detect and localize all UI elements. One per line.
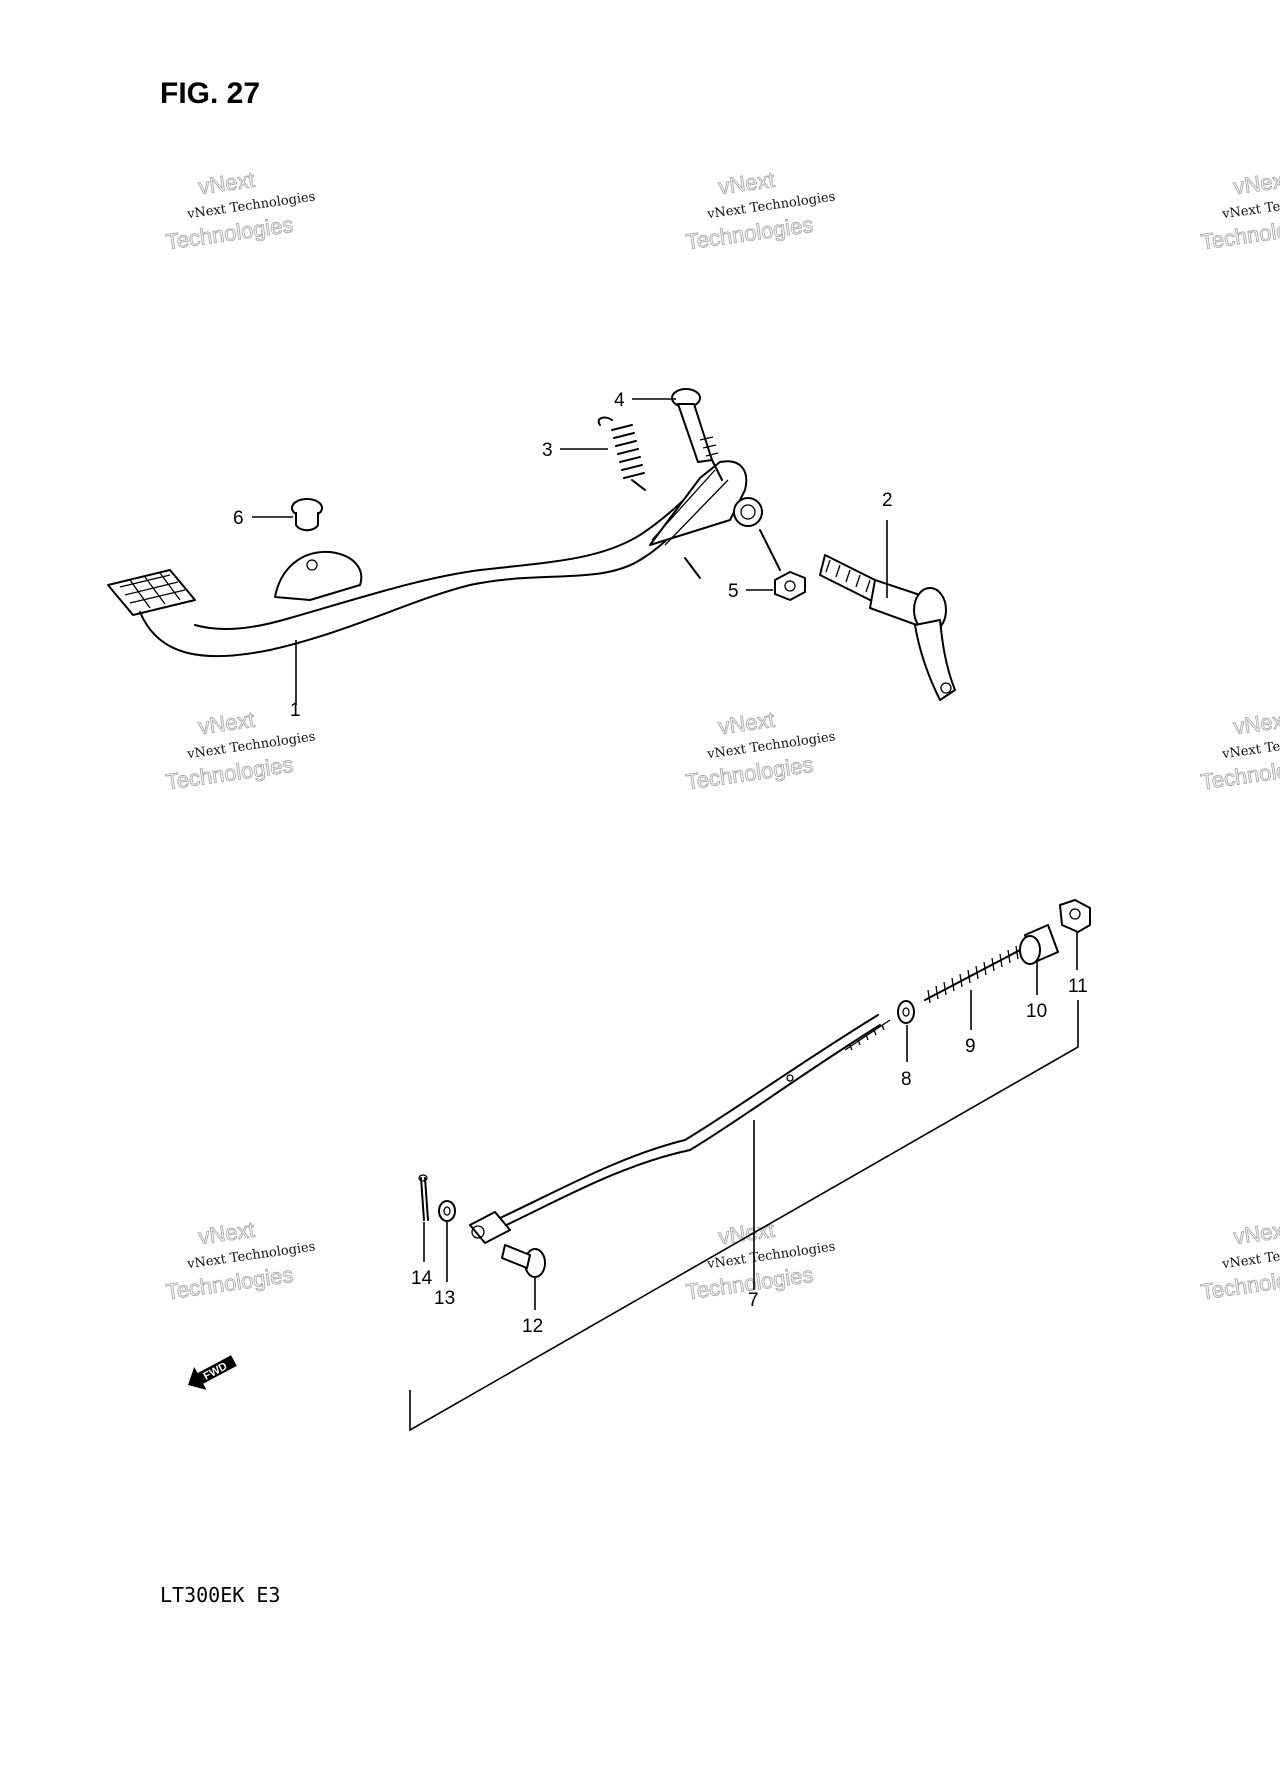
svg-text:vNext: vNext [717,707,776,740]
svg-text:vNext: vNext [197,1217,256,1250]
assembly-bracket-line [409,1000,1079,1432]
part-13-washer[interactable] [438,1200,456,1222]
svg-text:vNext: vNext [197,167,256,200]
part-5-nut[interactable] [759,529,806,601]
direction-badge: FWD [188,1355,237,1390]
svg-text:Technologies: Technologies [164,212,295,255]
watermark: vNext vNext Technologies Technologies [1199,1216,1280,1305]
watermark: vNext vNext Technologies Technologies [684,1216,837,1305]
watermark: vNext vNext Technologies Technologies [684,706,837,795]
model-code: LT300EK E3 [160,1583,280,1607]
watermark: vNext vNext Technologies Technologies [164,166,317,255]
watermark: vNext vNext Technologies Technologies [1199,166,1280,255]
svg-text:Technologies: Technologies [684,212,815,255]
svg-text:vNext: vNext [717,1217,776,1250]
svg-text:FWD: FWD [202,1360,230,1382]
forward-arrow-icon [188,1355,237,1390]
part-10-joint[interactable] [1019,924,1059,965]
callout-9: 9 [965,1036,976,1057]
part-2-brake-shaft-arm[interactable] [819,554,956,701]
figure-title: FIG. 27 [160,77,260,110]
part-3-return-spring[interactable] [597,416,646,491]
watermark: vNext vNext Technologies Technologies [684,166,837,255]
part-12-clevis-pin[interactable] [501,1244,546,1278]
leader-lines [252,398,1078,1310]
part-7-brake-rod[interactable] [499,1014,891,1229]
part-8-washer[interactable] [897,1000,915,1024]
svg-text:Technologies: Technologies [164,752,295,795]
part-11-adjust-nut[interactable] [1059,899,1091,933]
callout-labels: 1 2 3 4 5 6 7 8 9 10 11 12 13 14 [233,390,1088,1337]
watermark: vNext vNext Technologies Technologies [164,1216,317,1305]
callout-1: 1 [290,700,301,721]
rod-clevis[interactable] [469,1211,511,1244]
callout-13: 13 [434,1288,455,1309]
callout-4: 4 [614,390,625,411]
watermark: vNext vNext Technologies Technologies [1199,706,1280,795]
svg-text:vNext: vNext [1232,707,1280,740]
part-9-rod-spring[interactable] [924,945,1021,1004]
callout-2: 2 [882,490,893,511]
callout-11: 11 [1068,976,1088,997]
svg-text:vNext: vNext [717,167,776,200]
callout-7: 7 [748,1290,759,1311]
part-14-cotter-pin[interactable] [418,1174,429,1221]
part-1-brake-pedal[interactable] [107,460,763,658]
part-6-stopper[interactable] [291,498,323,532]
callout-8: 8 [901,1069,912,1090]
callout-12: 12 [522,1316,543,1337]
svg-text:Technologies: Technologies [684,752,815,795]
callout-6: 6 [233,508,244,529]
callout-10: 10 [1026,1001,1047,1022]
callout-5: 5 [728,581,739,602]
svg-text:Technologies: Technologies [164,1262,295,1305]
svg-text:vNext: vNext [1232,167,1280,200]
svg-text:vNext: vNext [1232,1217,1280,1250]
callout-3: 3 [542,440,553,461]
callout-14: 14 [411,1268,433,1289]
part-4-bolt[interactable] [671,388,723,481]
svg-text:vNext: vNext [197,707,256,740]
